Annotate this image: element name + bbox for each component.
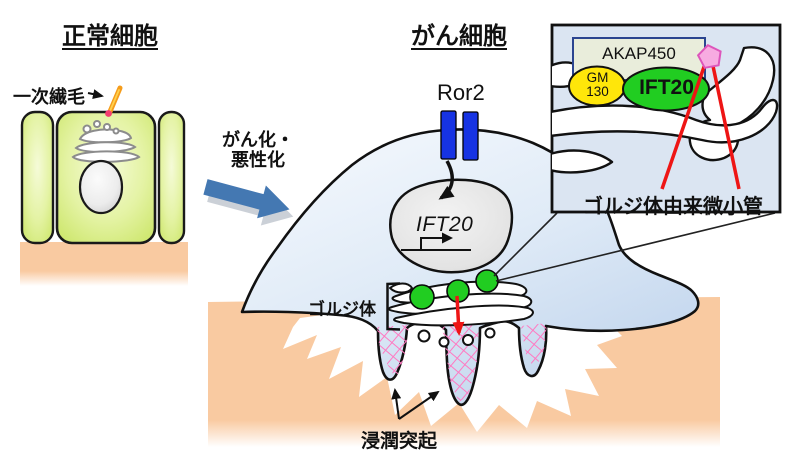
transform-arrow bbox=[203, 179, 294, 226]
normal-cell-scene bbox=[20, 85, 188, 286]
golgi-microtubule-label: ゴルジ体由来微小管 bbox=[583, 196, 763, 218]
cancer-cell-scene bbox=[208, 110, 776, 447]
pentagon-marker bbox=[696, 43, 722, 69]
ecm-matrix-fade bbox=[208, 420, 720, 447]
ift20-vesicles bbox=[409, 269, 499, 310]
transformation-label: がん化・ 悪性化 bbox=[222, 130, 294, 170]
gm130-label: GM 130 bbox=[586, 70, 609, 99]
ror2-receptor bbox=[440, 110, 479, 161]
golgi-to-invadopodia-arrow bbox=[452, 295, 465, 336]
magnifier-wedge-lines bbox=[493, 212, 776, 282]
golgi-label: ゴルジ体 bbox=[308, 300, 376, 319]
neighbor-cell-right bbox=[157, 110, 186, 245]
cancer-cell-title: がん細胞 bbox=[411, 23, 507, 50]
cilium-pointer-arrow bbox=[87, 89, 104, 100]
promoter-arrow bbox=[401, 232, 471, 251]
normal-cell-title: 正常細胞 bbox=[62, 23, 158, 50]
neighbor-cell-left bbox=[20, 110, 55, 245]
akap450-label: AKAP450 bbox=[602, 44, 676, 63]
invadopodia-label: 浸潤突起 bbox=[361, 431, 438, 452]
primary-cilium-label: 一次繊毛 bbox=[13, 87, 85, 107]
ror2-label: Ror2 bbox=[437, 80, 485, 105]
microtubule-lines bbox=[660, 63, 741, 190]
substrate-fade bbox=[20, 271, 188, 286]
ift20-inset-label: IFT20 bbox=[639, 76, 694, 99]
nucleus-normal bbox=[78, 159, 124, 215]
golgi-stack-normal bbox=[71, 120, 141, 163]
primary-cilium bbox=[105, 85, 123, 117]
inset-box bbox=[550, 23, 782, 214]
golgi-bracket bbox=[386, 282, 401, 331]
invadopodia-pointer-arrows bbox=[391, 388, 440, 420]
ift20-ellipse bbox=[622, 66, 710, 112]
substrate bbox=[20, 242, 188, 272]
ror2-signal-arrow bbox=[438, 160, 455, 200]
ift20-gene-label: IFT20 bbox=[416, 213, 474, 236]
